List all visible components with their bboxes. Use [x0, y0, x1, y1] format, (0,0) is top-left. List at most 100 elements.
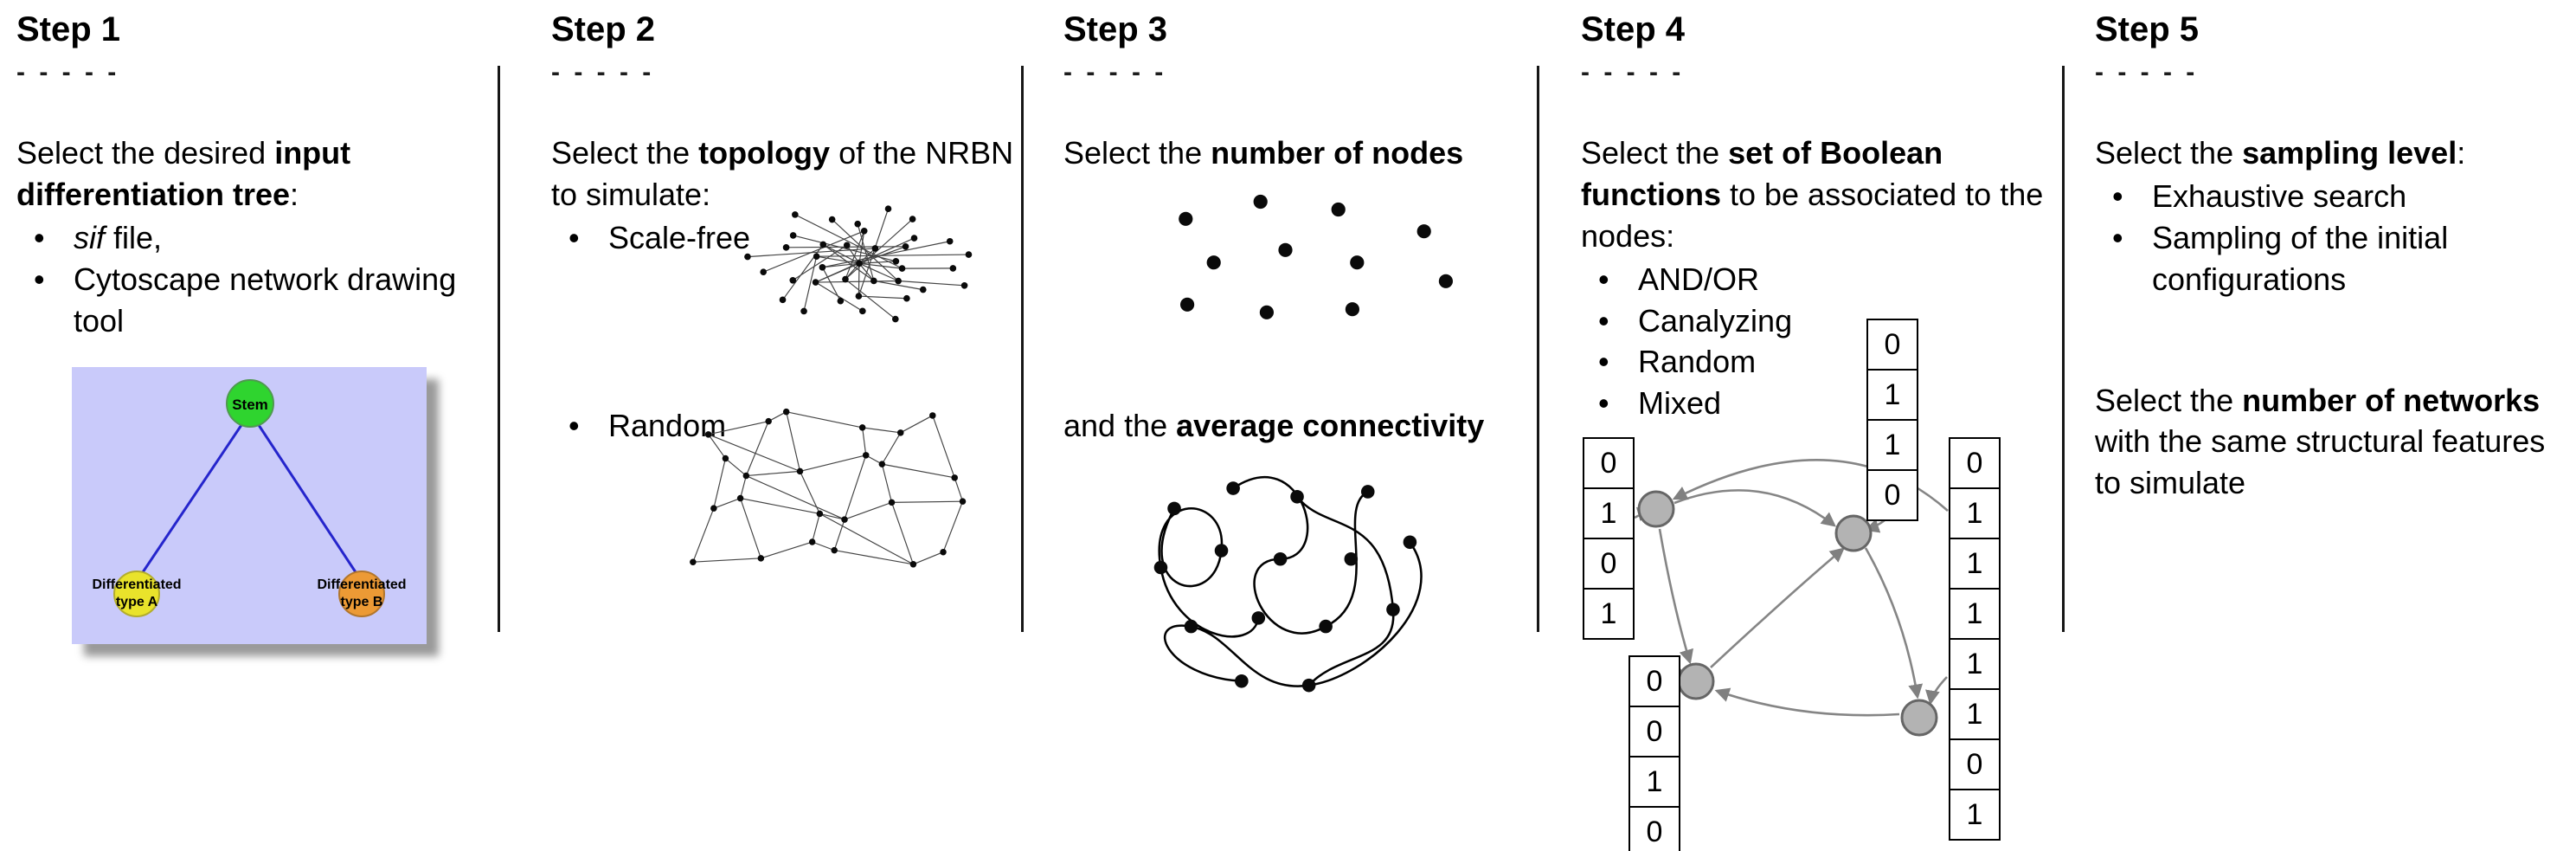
- differentiation-tree-svg: Stem Differentiated type A Differentiate…: [72, 367, 427, 645]
- net-node: [722, 455, 729, 462]
- net-edge: [822, 241, 950, 268]
- divider-3: [1537, 66, 1539, 632]
- step2-column: Step 2 - - - - - Select the topology of …: [551, 0, 1023, 851]
- step3-connectivity-pre: and the: [1063, 408, 1177, 443]
- net-edge: [708, 434, 726, 459]
- net-edge: [822, 243, 875, 281]
- scale-free-network-graphic: [744, 205, 973, 323]
- step4-intro-bold: set of Boolean functions: [1581, 135, 1943, 212]
- tangle-edges: [1158, 475, 1423, 687]
- net-node: [736, 494, 744, 502]
- differentiated-a-label-line2: type A: [116, 595, 158, 609]
- step4-dashes: - - - - -: [1581, 58, 1685, 87]
- net-node: [910, 235, 918, 242]
- step3-column: Step 3 - - - - - Select the number of no…: [1063, 0, 1538, 851]
- stem-node: [226, 379, 274, 429]
- net-node: [808, 538, 816, 545]
- net-node: [813, 253, 820, 260]
- step3-dashes: - - - - -: [1063, 58, 1167, 87]
- differentiation-tree-figure: Stem Differentiated type A Differentiate…: [72, 367, 427, 645]
- truth-table-cell: 1: [1949, 688, 2001, 740]
- net-edge: [819, 513, 914, 565]
- step5-intro-post: :: [2457, 135, 2466, 171]
- step1-intro-post: :: [290, 176, 299, 212]
- step4-title: Step 4: [1581, 10, 1686, 48]
- boolean-network-figure: 0 1 1 0 0 1 0 1 0 0 1 0 0 1 1 1: [1581, 303, 2062, 851]
- step1-dashes: - - - - -: [16, 58, 120, 87]
- step1-bullet-cytoscape: Cytoscape network drawing tool: [16, 259, 498, 342]
- net-edge: [746, 470, 800, 477]
- truth-table-cell: 0: [1949, 738, 2001, 790]
- net-edge: [900, 415, 934, 434]
- net-node: [856, 260, 863, 268]
- net-edge: [725, 458, 747, 476]
- differentiated-a-node: [113, 571, 160, 618]
- net-node: [800, 307, 807, 315]
- net-edge: [834, 550, 914, 565]
- edge-node-b-to-node-d: [1864, 547, 1924, 699]
- net-edge: [833, 519, 845, 551]
- divider-1: [498, 66, 500, 632]
- truth-table-left: 0 1 0 1: [1583, 437, 1635, 640]
- net-node: [884, 205, 892, 213]
- step3-connectivity-bold: average connectivity: [1176, 408, 1485, 443]
- truth-table-cell: 0: [1866, 319, 1918, 371]
- net-node: [789, 276, 797, 284]
- step1-column: Step 1 - - - - - Select the desired inpu…: [16, 0, 498, 851]
- step5-networks-post: with the same structural features to sim…: [2095, 423, 2546, 501]
- net-edge: [745, 421, 769, 476]
- net-edge: [815, 237, 915, 283]
- step2-intro-post: of the NRBN to simulate:: [551, 135, 1014, 212]
- net-node: [859, 307, 866, 315]
- net-edge: [858, 295, 907, 300]
- net-node: [854, 220, 861, 228]
- net-node: [779, 296, 787, 304]
- net-edge: [881, 463, 893, 503]
- boolean-network-svg: [1634, 458, 1949, 737]
- truth-table-right: 0 1 1 1 1 1 0 1: [1949, 437, 2001, 841]
- net-edge: [821, 267, 841, 301]
- tree-edge-stem-b: [255, 422, 359, 577]
- net-node: [892, 315, 899, 323]
- net-node: [710, 505, 717, 512]
- step5-dashes: - - - - -: [2095, 58, 2199, 87]
- truth-table-top: 0 1 1 0: [1866, 319, 1918, 521]
- net-edge: [812, 513, 820, 543]
- step5-bullet-sampling: Sampling of the initial configurations: [2095, 217, 2566, 300]
- step2-bullet-random: Random: [551, 405, 726, 447]
- net-edge: [815, 280, 899, 283]
- net-edge: [786, 411, 863, 429]
- step2-intro-bold: topology: [698, 135, 831, 171]
- net-node: [760, 268, 768, 275]
- net-node: [742, 472, 750, 480]
- edge-right-table-to-node-a: [1672, 458, 1949, 512]
- net-node: [782, 244, 790, 251]
- net-node: [888, 499, 896, 506]
- step3-connectivity-text: and the average connectivity: [1063, 405, 1538, 447]
- step4-bullet-and-or: AND/OR: [1581, 259, 2062, 300]
- net-edge: [708, 421, 769, 435]
- step4-intro: Select the set of Boolean functions to b…: [1581, 132, 2062, 257]
- net-edge: [913, 551, 944, 565]
- step5-bullet-list: Exhaustive search Sampling of the initia…: [2095, 176, 2566, 300]
- step4-bullet-canalyzing: Canalyzing: [1581, 300, 2062, 342]
- step1-intro-bold: input differentiation tree: [16, 135, 351, 212]
- net-node: [819, 241, 827, 248]
- step1-title: Step 1: [16, 10, 121, 48]
- net-edge: [768, 411, 787, 422]
- step3-intro-pre: Select the: [1063, 135, 1211, 171]
- truth-table-cell: 0: [1866, 469, 1918, 521]
- net-node: [819, 264, 826, 271]
- boolean-node-d: [1900, 699, 1938, 737]
- truth-table-cell: 0: [1628, 655, 1680, 707]
- net-node: [828, 216, 836, 223]
- step5-bullet-exhaustive: Exhaustive search: [2095, 176, 2566, 217]
- step2-dashes: - - - - -: [551, 58, 655, 87]
- truth-table-cell: 1: [1949, 538, 2001, 590]
- net-edge: [845, 279, 896, 320]
- step5-networks-pre: Select the: [2095, 382, 2243, 418]
- net-edge: [740, 475, 747, 499]
- step1-bullet-sif-file: sif file,: [16, 217, 498, 259]
- step5-title: Step 5: [2095, 10, 2200, 48]
